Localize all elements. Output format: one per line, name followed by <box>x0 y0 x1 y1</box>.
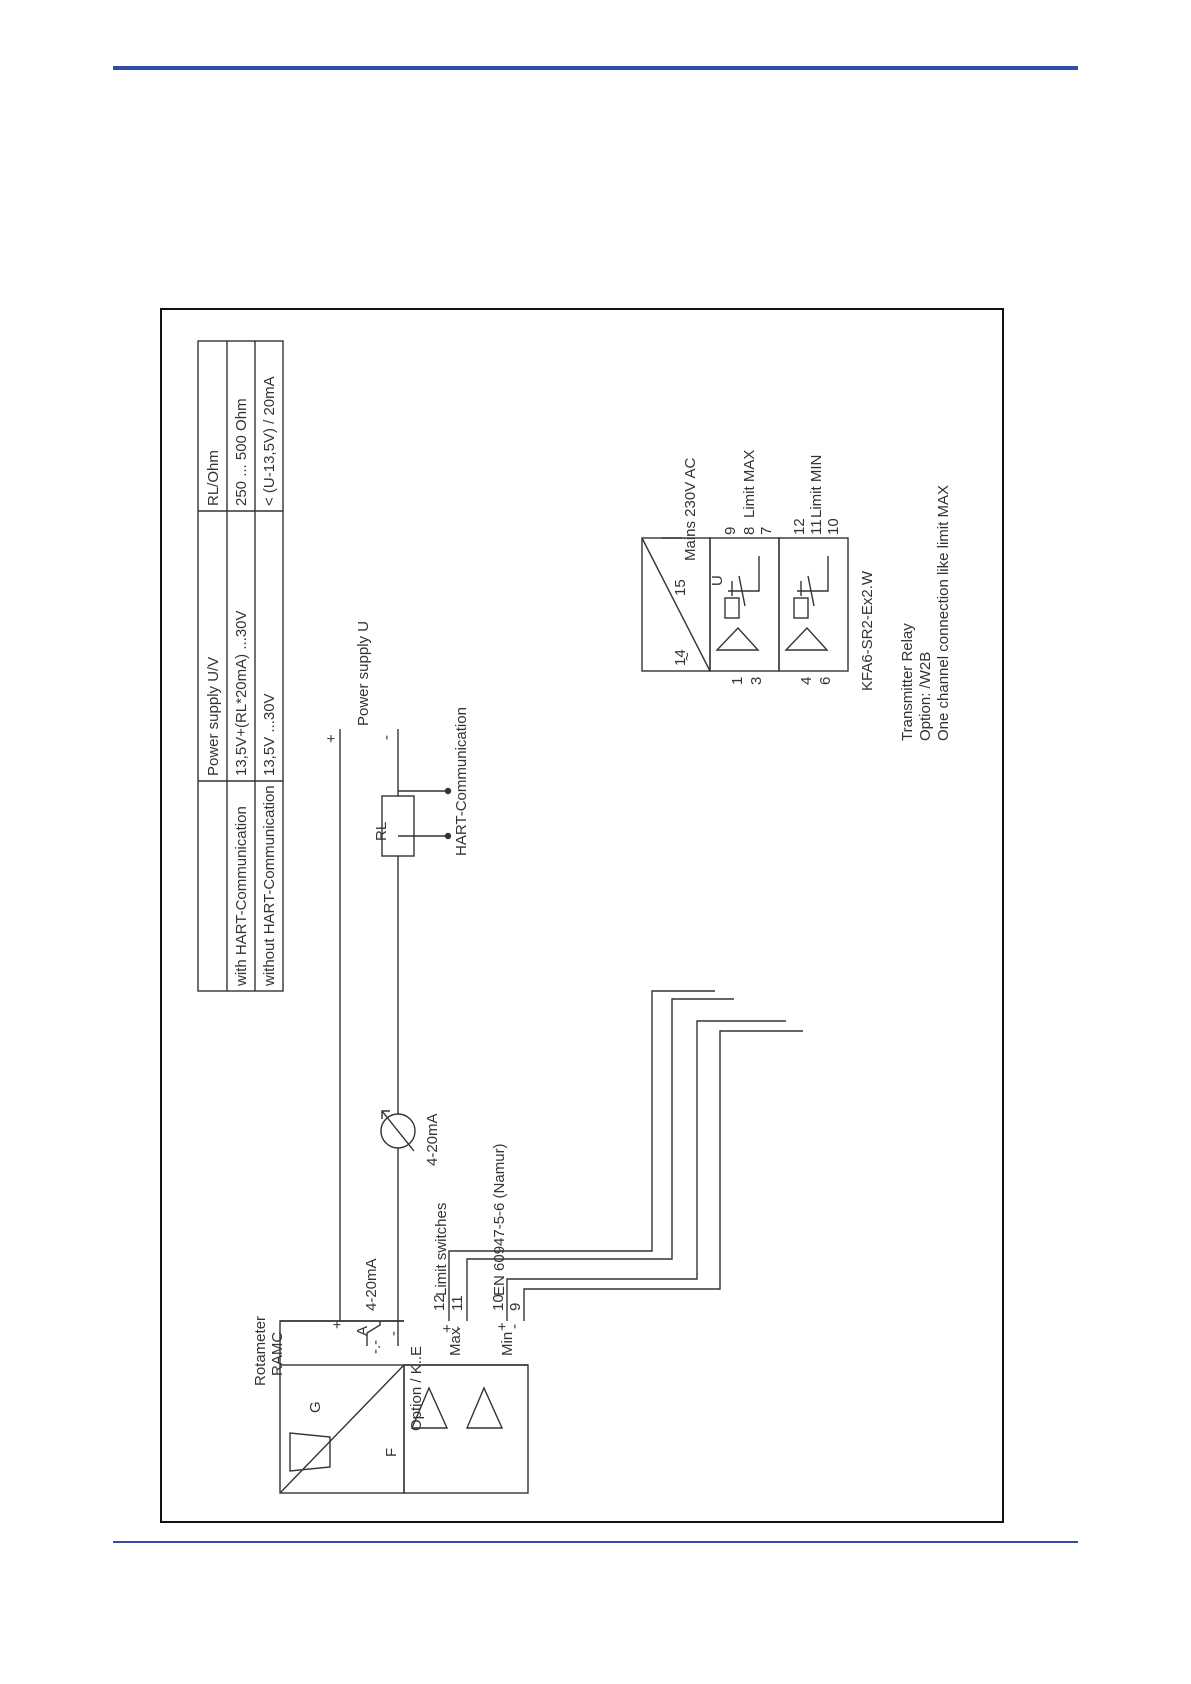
min-plus: + <box>494 1322 511 1331</box>
relay-amplifier-triangles <box>715 626 829 651</box>
supply-plus-sign: + <box>323 734 340 743</box>
table-cell-rl: 250 ... 500 Ohm <box>233 398 250 506</box>
supply-minus-sign: - <box>378 735 395 740</box>
relay-terminal-12: 12 <box>791 518 808 535</box>
relay-terminal-6: 6 <box>817 677 834 685</box>
supply-table <box>197 340 284 992</box>
hart-terminals <box>444 787 452 840</box>
relay-note-2: Option: /W2B <box>917 652 934 741</box>
rotameter-dash: -.- <box>367 1340 384 1354</box>
rotameter-block <box>279 1320 529 1494</box>
ammeter-label: 4-20mA <box>424 1113 441 1166</box>
min-minus: - <box>506 1324 523 1329</box>
relay-terminal-7: 7 <box>758 527 775 535</box>
limit-max-label: Limit MAX <box>741 450 758 518</box>
limit-terminal-11: 11 <box>449 1295 466 1311</box>
relay-terminal-9: 9 <box>722 527 739 535</box>
limit-terminal-10: 10 <box>490 1294 507 1311</box>
relay-note-1: Transmitter Relay <box>899 623 916 741</box>
rotameter-title: Rotameter <box>252 1316 269 1386</box>
resistor-rl <box>381 795 415 857</box>
table-row-label: with HART-Communication <box>233 806 250 987</box>
relay-u-symbol: U <box>709 575 726 586</box>
table-cell-rl: < (U-13,5V) / 20mA <box>261 376 278 506</box>
current-output-line <box>366 1321 381 1346</box>
relay-terminal-11: 11 <box>808 519 825 535</box>
table-header-rl: RL/Ohm <box>205 450 222 506</box>
footer-rule <box>113 1541 1078 1543</box>
relay-terminal-14: 14 <box>672 649 689 666</box>
max-label: Max <box>447 1327 464 1356</box>
limit-terminal-9: 9 <box>507 1303 524 1311</box>
relay-terminal-3: 3 <box>748 677 765 685</box>
relay-terminal-1: 1 <box>729 677 746 685</box>
relay-tilde: ~ <box>679 652 696 661</box>
rotameter-terminal-minus: - <box>385 1331 402 1336</box>
relay-coil-symbols <box>724 575 815 619</box>
rotameter-terminal-a: A <box>354 1326 371 1336</box>
max-plus: + <box>439 1324 456 1333</box>
relay-block <box>641 537 849 672</box>
option-label: Option / K..E <box>408 1346 425 1431</box>
rotameter-f-label: F <box>383 1448 400 1457</box>
power-loop-wiring <box>339 729 447 1321</box>
limit-min-label: Limit MIN <box>808 455 825 518</box>
min-label: Min <box>499 1332 516 1356</box>
rotameter-g-label: G <box>307 1401 324 1413</box>
limit-switches-label: Limit switches <box>433 1203 450 1296</box>
resistor-label: RL <box>373 822 390 841</box>
limit-contact-triangles <box>410 1386 504 1429</box>
rotameter-current-label: 4-20mA <box>363 1258 380 1311</box>
relay-terminal-10: 10 <box>825 518 842 535</box>
limit-switch-wiring <box>448 990 803 1321</box>
rotameter-terminal-plus: + <box>329 1320 346 1329</box>
relay-note-3: One channel connection like limit MAX <box>935 485 952 741</box>
ammeter-symbol <box>380 1110 416 1152</box>
max-minus: - <box>449 1326 466 1331</box>
power-supply-label: Power supply U <box>355 621 372 726</box>
mains-label: Mains 230V AC <box>682 457 699 561</box>
rotameter-model: RAMC <box>269 1332 286 1376</box>
header-rule <box>113 66 1078 70</box>
table-row-label: without HART-Communication <box>261 785 278 987</box>
limit-terminal-12: 12 <box>431 1294 448 1311</box>
diagram-frame <box>160 308 1004 1523</box>
relay-terminal-4: 4 <box>798 677 815 685</box>
relay-model-label: KFA6-SR2-Ex2.W <box>859 570 876 691</box>
relay-terminal-15: 15 <box>672 579 689 596</box>
table-cell-supply: 13,5V+(RL*20mA) ...30V <box>233 610 250 776</box>
relay-terminal-8: 8 <box>741 527 758 535</box>
hart-label: HART-Communication <box>453 707 470 856</box>
namur-standard-label: EN 60947-5-6 (Namur) <box>491 1143 508 1296</box>
table-cell-supply: 13,5V ...30V <box>261 693 278 776</box>
table-header-supply: Power supply U/V <box>205 657 222 776</box>
